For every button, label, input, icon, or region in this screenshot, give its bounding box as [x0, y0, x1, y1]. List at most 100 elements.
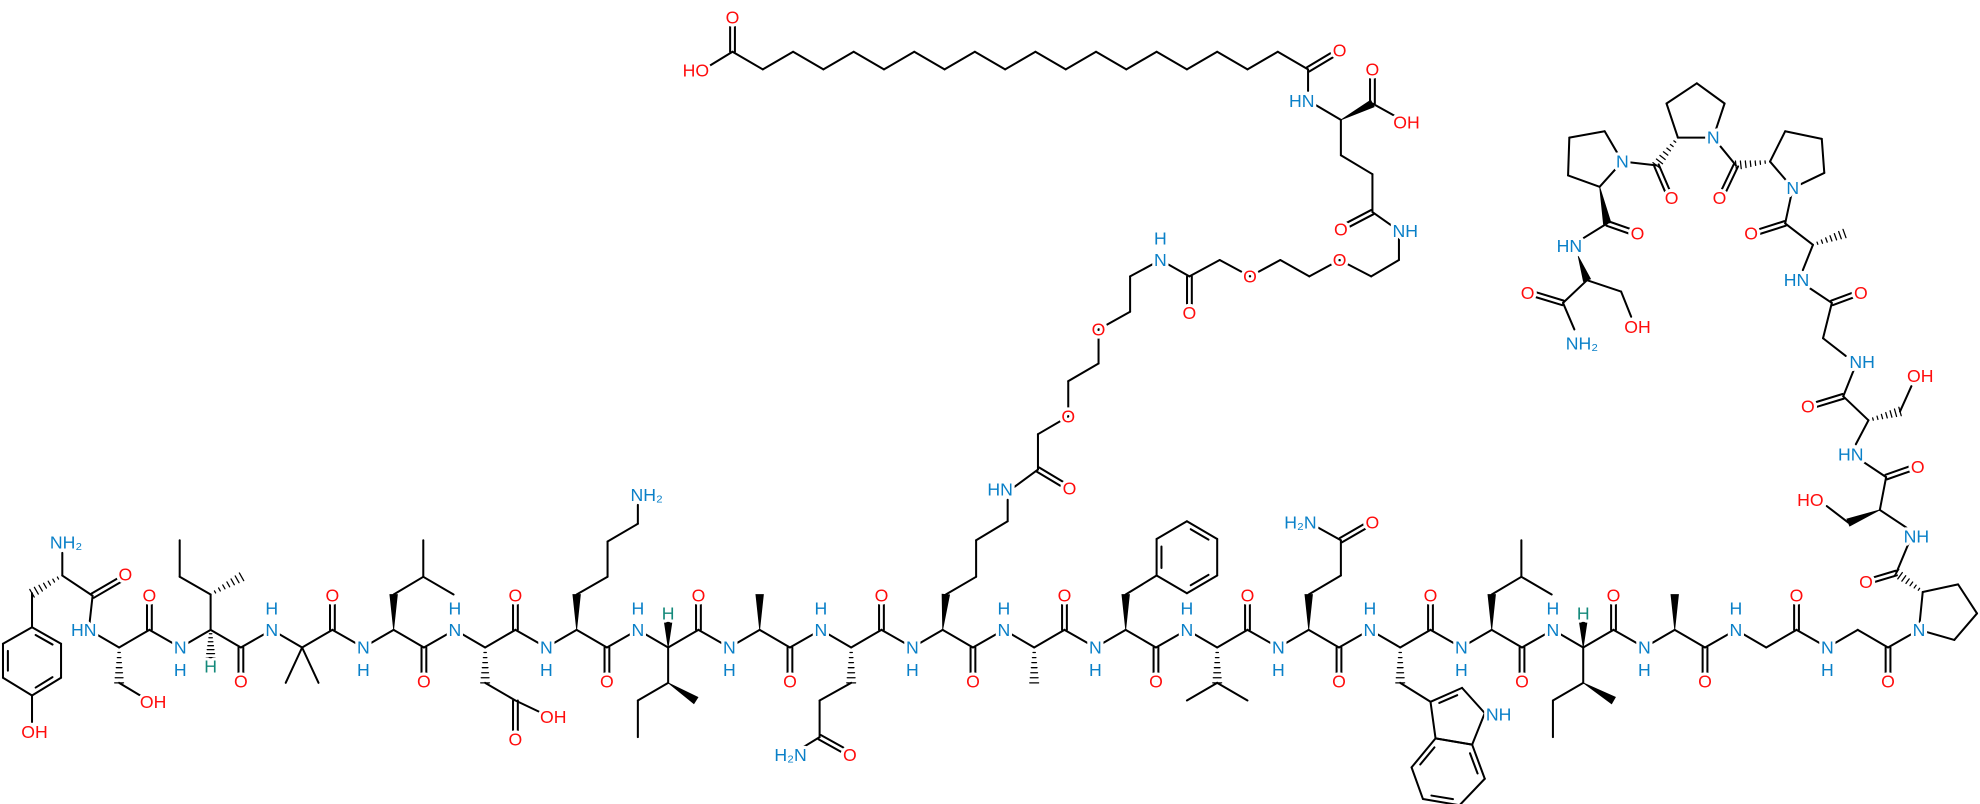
- single-bond: [1012, 468, 1039, 489]
- single-bond: [1185, 681, 1219, 702]
- single-bond: [1603, 130, 1624, 163]
- oxygen-label: O: [1911, 457, 1925, 477]
- amine-nh-label: HN: [1838, 444, 1864, 464]
- oxygen-label: O: [1063, 478, 1077, 498]
- single-bond: [1801, 243, 1814, 272]
- single-bond: [636, 681, 670, 702]
- single-bond: [331, 628, 365, 649]
- hydrogen-label: H: [1272, 660, 1285, 680]
- nitrogen-label: N: [814, 620, 827, 640]
- wedge-bond: [1670, 594, 1679, 630]
- nitrogen-label: N: [1821, 637, 1834, 657]
- hash-bond: [1893, 408, 1898, 418]
- oxygen-label: O: [1515, 672, 1529, 692]
- amine-nh-label: NH: [1904, 526, 1930, 546]
- single-bond: [1, 676, 34, 697]
- single-bond: [179, 628, 212, 649]
- nitrogen-label: N: [448, 620, 461, 640]
- amine-nh-label: NH: [1486, 704, 1512, 724]
- single-bond: [1246, 50, 1279, 71]
- double-bond: [92, 579, 126, 599]
- hash-bond: [1838, 230, 1842, 240]
- single-bond: [1399, 681, 1432, 703]
- single-bond: [1673, 628, 1707, 649]
- hash-bond: [1880, 413, 1884, 420]
- hydrogen-label: H: [1638, 660, 1651, 680]
- single-bond: [148, 628, 182, 649]
- double-bond: [1606, 220, 1635, 231]
- double-bond: [1870, 574, 1898, 584]
- single-bond: [1878, 508, 1908, 529]
- single-bond: [1246, 628, 1280, 649]
- oxygen-label: O: [1241, 586, 1255, 606]
- single-bond: [761, 50, 795, 71]
- single-bond: [1612, 628, 1646, 649]
- oxygen-label: O: [1854, 283, 1868, 303]
- single-bond: [1822, 337, 1847, 357]
- single-bond: [943, 50, 976, 71]
- hash-bond: [1842, 228, 1847, 239]
- hydrogen-label: H: [631, 598, 644, 618]
- single-bond: [731, 50, 764, 71]
- oxygen-label: O: [1366, 513, 1380, 533]
- wedge-bond: [667, 682, 699, 705]
- double-bond: [1757, 224, 1787, 236]
- single-bond: [87, 628, 121, 649]
- single-bond: [1094, 628, 1127, 649]
- hash-bond: [1917, 587, 1921, 591]
- single-bond: [575, 575, 609, 596]
- single-bond: [852, 50, 885, 71]
- single-bond: [1276, 50, 1310, 71]
- single-bond: [1562, 279, 1589, 304]
- wedge-bond: [1599, 186, 1612, 225]
- single-bond: [31, 626, 63, 645]
- double-bond: [1653, 165, 1667, 194]
- double-bond: [1346, 213, 1375, 230]
- single-bond: [802, 736, 821, 749]
- hydrogen-label: H: [1455, 660, 1468, 680]
- hash-bond: [1673, 140, 1677, 143]
- single-bond: [1854, 419, 1870, 446]
- single-bond: [422, 575, 455, 596]
- nitrogen-label: N: [1730, 620, 1743, 640]
- double-bond: [1720, 163, 1735, 192]
- single-bond: [667, 628, 700, 649]
- hydrogen-label: H: [1577, 603, 1590, 623]
- single-bond: [1520, 628, 1554, 649]
- hydroxyl-label: OH: [1624, 317, 1650, 337]
- single-bond: [973, 50, 1007, 71]
- double-bond: [819, 733, 845, 749]
- single-bond: [1155, 574, 1188, 595]
- single-bond: [178, 575, 212, 596]
- single-bond: [1063, 628, 1097, 649]
- single-bond: [1598, 160, 1624, 188]
- single-bond: [1317, 526, 1342, 542]
- aromatic-inner-bond: [1438, 694, 1459, 704]
- hash-bond: [56, 576, 60, 580]
- single-bond: [1429, 700, 1437, 740]
- wedge-bond: [1582, 682, 1616, 705]
- single-bond: [1159, 258, 1191, 278]
- single-bond: [1471, 743, 1486, 780]
- oxygen-label: O: [1698, 672, 1712, 692]
- oxygen-label: O: [1713, 188, 1727, 208]
- wedge-bond: [389, 594, 398, 630]
- hash-bond: [1833, 232, 1838, 241]
- wedge-bond: [1304, 594, 1313, 630]
- hash-bond: [1885, 411, 1888, 419]
- hash-bond: [1909, 581, 1914, 587]
- single-bond: [1620, 290, 1633, 318]
- single-bond: [392, 575, 425, 596]
- amino-nh2-label: H₂N: [1284, 513, 1316, 533]
- single-bond: [1410, 737, 1437, 769]
- single-bond: [1155, 50, 1188, 71]
- hydrogen-label: H: [1154, 229, 1167, 249]
- single-bond: [822, 50, 855, 71]
- single-bond: [1421, 797, 1459, 804]
- single-bond: [1704, 628, 1737, 649]
- oxygen-label: O: [843, 745, 857, 765]
- hash-bond: [230, 578, 235, 586]
- wedge-bond: [1577, 256, 1592, 283]
- hydrogen-label: H: [998, 598, 1011, 618]
- single-bond: [1216, 628, 1249, 649]
